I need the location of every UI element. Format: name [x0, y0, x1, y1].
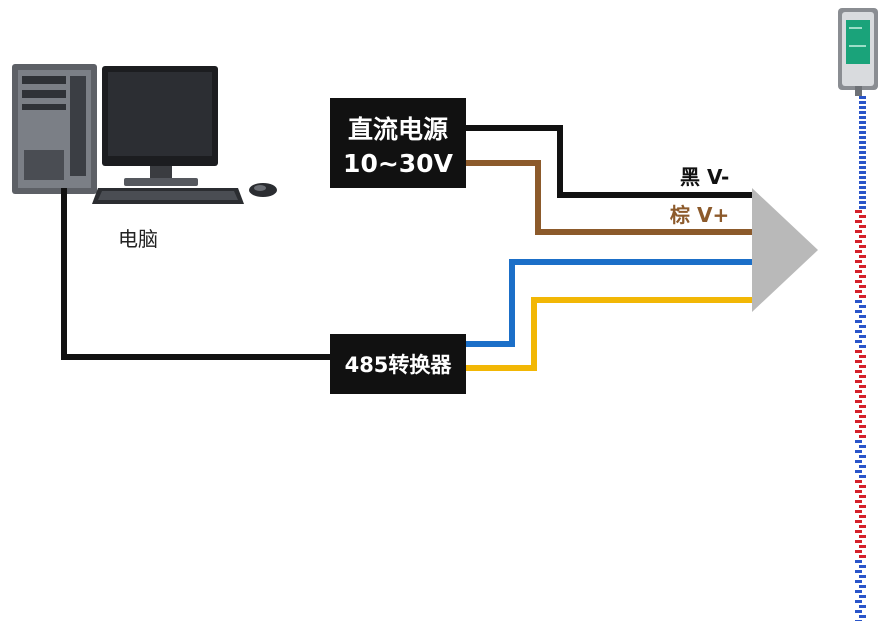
wire-brown-v-plus — [466, 160, 752, 235]
sensor-device-icon — [838, 8, 878, 96]
dc-power-supply-box — [330, 98, 466, 188]
converter-label: 485转换器 — [345, 353, 453, 377]
rs485-converter-box — [330, 334, 466, 394]
desktop-computer-icon — [12, 64, 277, 204]
wire-blue-signal — [466, 259, 752, 347]
power-supply-title: 直流电源 — [348, 115, 448, 144]
computer-label: 电脑 — [118, 227, 158, 251]
wire-yellow-signal — [466, 297, 752, 371]
wire-black-v-minus — [466, 125, 752, 198]
power-supply-voltage: 10~30V — [343, 149, 454, 178]
black-wire-label: 黑 V- — [680, 165, 729, 189]
computer-to-converter-wire — [61, 188, 332, 360]
brown-wire-label: 棕 V+ — [670, 203, 729, 227]
connector-arrow-shape — [752, 188, 818, 312]
coiled-signal-cable — [855, 96, 866, 621]
